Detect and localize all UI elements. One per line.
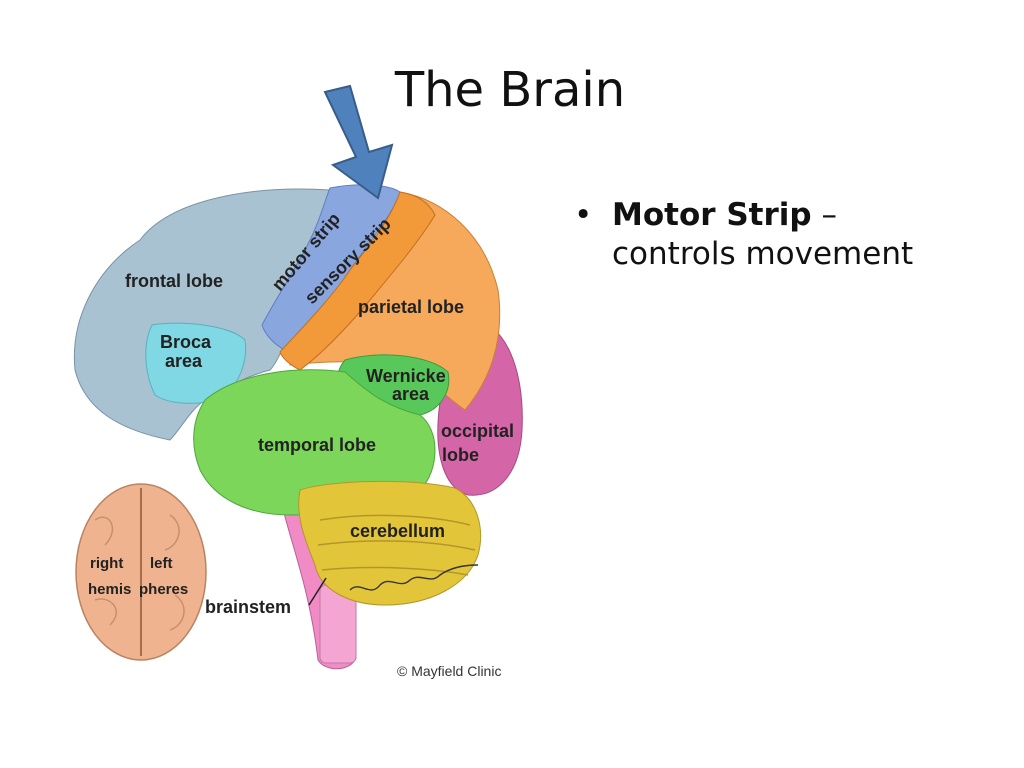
bullet-item: • Motor Strip – controls movement <box>572 196 1002 274</box>
label-wernicke-2: area <box>392 384 430 404</box>
arrow-icon <box>323 84 394 200</box>
label-wernicke-1: Wernicke <box>366 366 446 386</box>
signature-mark <box>349 564 479 591</box>
slide-title: The Brain <box>394 62 626 118</box>
label-broca-1: Broca <box>160 332 212 352</box>
label-frontal-lobe: frontal lobe <box>125 271 223 291</box>
label-occipital-2: lobe <box>442 445 479 465</box>
label-hemis: hemis <box>88 581 131 598</box>
bullet-text: controls movement <box>612 235 914 272</box>
bullet-term: Motor Strip <box>612 197 812 233</box>
bullet-dot-icon: • <box>574 197 593 233</box>
label-brainstem: brainstem <box>205 597 291 617</box>
cerebellum-stripes <box>317 514 476 576</box>
label-temporal-lobe: temporal lobe <box>258 435 376 455</box>
label-occipital-1: occipital <box>441 421 514 441</box>
label-credit: © Mayfield Clinic <box>397 663 501 679</box>
bullet-list: • Motor Strip – controls movement <box>572 196 1002 274</box>
frontal-lobe-region <box>73 188 339 441</box>
label-broca-2: area <box>165 351 203 371</box>
hemisphere-folds <box>94 514 185 631</box>
label-left: left <box>150 555 173 572</box>
cerebellum-region <box>298 480 482 606</box>
label-right: right <box>90 555 123 572</box>
bullet-dash: – <box>821 197 837 233</box>
label-pheres: pheres <box>139 581 188 598</box>
label-cerebellum: cerebellum <box>350 521 445 541</box>
brainstem-pointer <box>308 577 327 606</box>
label-parietal-lobe: parietal lobe <box>358 297 464 317</box>
